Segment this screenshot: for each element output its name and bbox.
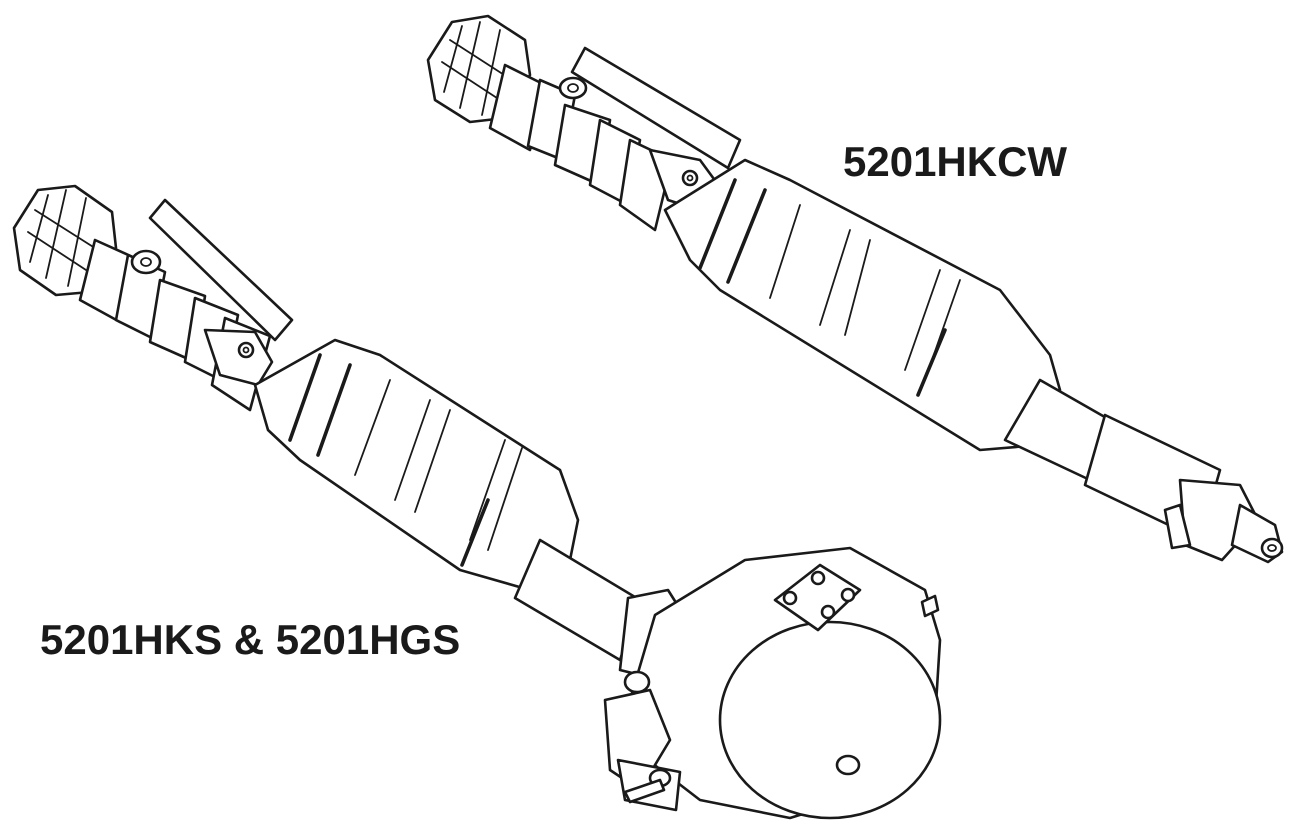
guarded-grinder-5201hks-5201hgs	[12, 184, 942, 820]
spindle-nose	[1003, 378, 1284, 564]
throttle-lever	[148, 198, 294, 387]
motor-housing	[253, 338, 580, 592]
model-label-5201hks-5201hgs: 5201HKS & 5201HGS	[40, 616, 461, 663]
wheel-guard	[628, 546, 942, 820]
model-label-5201hkcw: 5201HKCW	[843, 138, 1068, 185]
inlet-collar	[78, 238, 272, 412]
inlet-collar	[488, 63, 674, 232]
straight-grinder-5201hkcw	[426, 14, 1284, 564]
motor-housing	[663, 158, 1062, 452]
guard-clamp	[603, 670, 682, 812]
